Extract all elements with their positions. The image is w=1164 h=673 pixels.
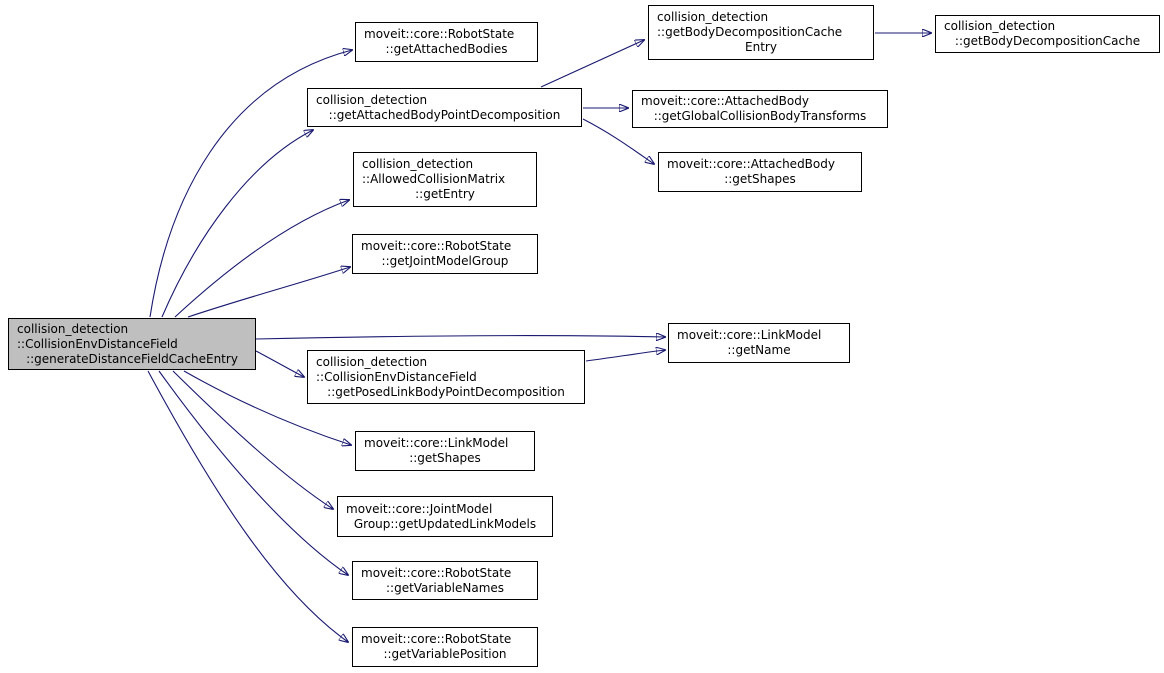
node-label-line: collision_detection	[316, 354, 428, 369]
edge-main-to-linkmodel-getShapes	[183, 370, 351, 445]
node-label-line: ::getVariableNames	[385, 580, 505, 595]
node-attachedBody-getGlobalCollisionBodyTransforms[interactable]: moveit::core::AttachedBody ::getGlobalCo…	[632, 90, 888, 128]
node-label-line: ::generateDistanceFieldCacheEntry	[26, 351, 238, 366]
node-label-line: moveit::core::RobotState	[361, 565, 512, 580]
node-getPosedLinkBodyPointDecomposition[interactable]: collision_detection ::CollisionEnvDistan…	[307, 350, 585, 404]
edge-main-to-getName	[255, 336, 665, 339]
node-label-line: ::getShapes	[724, 172, 796, 186]
node-label-line: ::AllowedCollisionMatrix	[362, 172, 506, 186]
edge-attachedBodyPointDecomposition-to-attachedBody-getShapes	[582, 118, 654, 164]
edge-main-to-getEntry	[174, 200, 349, 318]
node-robotstate-getAttachedBodies[interactable]: moveit::core::RobotState ::getAttachedBo…	[355, 22, 538, 62]
node-attachedBody-getShapes[interactable]: moveit::core::AttachedBody ::getShapes	[658, 152, 862, 192]
node-robotstate-getVariableNames[interactable]: moveit::core::RobotState ::getVariableNa…	[352, 561, 538, 600]
edge-main-to-getJointModelGroup	[187, 267, 350, 318]
node-label-line: collision_detection	[17, 321, 129, 336]
node-label-line: ::getName	[727, 343, 791, 357]
node-label-line: ::CollisionEnvDistanceField	[17, 336, 178, 351]
node-label-line: ::getGlobalCollisionBodyTransforms	[653, 109, 867, 123]
node-allowedCollisionMatrix-getEntry[interactable]: collision_detection ::AllowedCollisionMa…	[353, 152, 537, 207]
edge-posed-to-getName	[585, 350, 665, 362]
node-label-line: moveit::core::RobotState	[361, 239, 512, 253]
edge-main-to-getVariableNames	[158, 370, 348, 575]
node-linkModel-getShapes[interactable]: moveit::core::LinkModel ::getShapes	[355, 431, 535, 471]
edge-main-to-getAttachedBodies	[149, 50, 352, 318]
node-robotstate-getVariablePosition[interactable]: moveit::core::RobotState ::getVariablePo…	[352, 627, 538, 667]
node-label-line: ::getVariablePosition	[383, 647, 507, 661]
node-label-line: collision_detection	[362, 157, 474, 171]
node-generateDistanceFieldCacheEntry[interactable]: collision_detection ::CollisionEnvDistan…	[8, 318, 256, 370]
node-label-line: moveit::core::LinkModel	[364, 436, 509, 450]
node-label-line: moveit::core::JointModel	[346, 501, 493, 516]
node-getAttachedBodyPointDecomposition[interactable]: collision_detection ::getAttachedBodyPoi…	[307, 88, 582, 127]
node-jointModelGroup-getUpdatedLinkModels[interactable]: moveit::core::JointModel Group::getUpdat…	[337, 496, 553, 537]
edge-main-to-getUpdatedLinkModels	[172, 370, 333, 509]
edge-main-to-getPosedLinkBodyPointDecomposition	[255, 350, 304, 377]
node-getBodyDecompositionCache[interactable]: collision_detection ::getBodyDecompositi…	[935, 15, 1160, 53]
node-label-line: ::getJointModelGroup	[381, 254, 509, 268]
node-label-line: ::getBodyDecompositionCache	[954, 34, 1141, 48]
edge-attachedBodyPointDecomposition-to-cacheEntry	[540, 40, 644, 88]
node-robotstate-getJointModelGroup[interactable]: moveit::core::RobotState ::getJointModel…	[352, 234, 538, 274]
node-label-line: Group::getUpdatedLinkModels	[353, 516, 537, 531]
node-label-line: collision_detection	[944, 19, 1056, 33]
node-label-line: moveit::core::RobotState	[364, 27, 515, 41]
node-label-line: moveit::core::AttachedBody	[667, 157, 835, 171]
node-label-line: collision_detection	[657, 10, 769, 24]
node-label-line: moveit::core::RobotState	[361, 632, 512, 646]
node-label-line: moveit::core::AttachedBody	[641, 94, 809, 108]
node-label-line: Entry	[745, 40, 777, 54]
node-label-line: moveit::core::LinkModel	[677, 328, 822, 342]
node-label-line: ::getBodyDecompositionCache	[657, 25, 843, 39]
node-label-line: collision_detection	[316, 92, 428, 107]
node-label-line: ::getEntry	[415, 187, 475, 201]
node-label-line: ::getPosedLinkBodyPointDecomposition	[327, 384, 565, 399]
edge-main-to-getAttachedBodyPointDecomposition	[161, 130, 313, 318]
node-label-line: ::CollisionEnvDistanceField	[316, 369, 477, 384]
node-label-line: ::getAttachedBodyPointDecomposition	[328, 107, 561, 122]
node-linkModel-getName[interactable]: moveit::core::LinkModel ::getName	[668, 323, 850, 363]
node-getBodyDecompositionCacheEntry[interactable]: collision_detection ::getBodyDecompositi…	[648, 5, 874, 60]
edge-main-to-getVariablePosition	[147, 370, 348, 642]
node-label-line: ::getShapes	[409, 451, 481, 465]
node-label-line: ::getAttachedBodies	[385, 42, 508, 56]
